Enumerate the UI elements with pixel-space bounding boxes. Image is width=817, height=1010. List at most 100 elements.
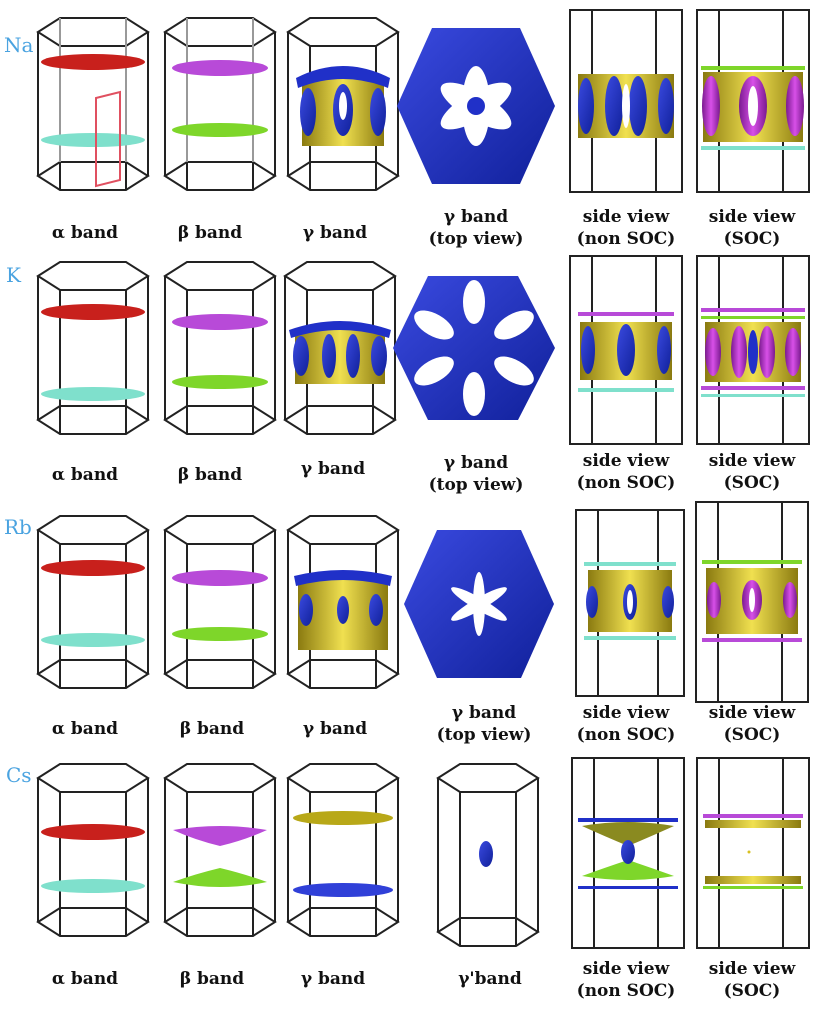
label-side-nonsoc-line1: side view bbox=[583, 703, 670, 723]
label-beta-band: β band bbox=[178, 223, 242, 243]
hex-prism-frame bbox=[36, 17, 150, 191]
label-alpha-band: α band bbox=[52, 465, 118, 485]
rb-beta-panel bbox=[163, 515, 277, 689]
beta-sheet-lower bbox=[172, 627, 268, 641]
label-alpha-band: α band bbox=[52, 719, 118, 739]
k-gamma-panel bbox=[283, 261, 397, 435]
label-side-soc-line2: (SOC) bbox=[724, 981, 781, 1001]
element-label-cs: Cs bbox=[6, 763, 32, 787]
cs-side-view-nonsoc bbox=[571, 757, 685, 949]
cs-alpha-panel bbox=[36, 763, 150, 937]
label-beta-band: β band bbox=[180, 719, 244, 739]
label-side-soc-line1: side view bbox=[709, 703, 796, 723]
label-side-soc-line1: side view bbox=[709, 451, 796, 471]
label-gamma-band: γ band bbox=[301, 969, 365, 989]
beta-sheet-upper bbox=[172, 60, 268, 76]
gamma-hole bbox=[339, 92, 347, 120]
label-gamma-top-line1: γ band bbox=[452, 703, 516, 723]
label-gamma-band: γ band bbox=[301, 459, 365, 479]
label-side-nonsoc-line2: (non SOC) bbox=[577, 229, 676, 249]
alpha-sheet-upper bbox=[41, 560, 145, 576]
label-gamma-top-line2: (top view) bbox=[437, 725, 532, 745]
na-gamma-panel bbox=[286, 17, 400, 191]
label-side-nonsoc-line1: side view bbox=[583, 207, 670, 227]
cs-gamma-prime-panel bbox=[436, 763, 540, 947]
hex-prism-frame bbox=[163, 261, 277, 435]
row-na: Na bbox=[4, 9, 810, 249]
hex-prism-frame bbox=[436, 763, 540, 947]
label-side-soc-line1: side view bbox=[709, 959, 796, 979]
gamma-blue-pocket bbox=[300, 88, 316, 136]
rb-side-view-nonsoc bbox=[575, 509, 685, 697]
na-side-view-nonsoc bbox=[569, 9, 683, 193]
k-beta-panel bbox=[163, 261, 277, 435]
alpha-sheet-upper bbox=[41, 824, 145, 840]
rb-alpha-panel bbox=[36, 515, 150, 689]
k-gamma-top-view bbox=[393, 276, 555, 420]
na-gamma-top-view bbox=[397, 28, 555, 184]
label-side-nonsoc-line2: (non SOC) bbox=[577, 725, 676, 745]
label-gamma-top-line2: (top view) bbox=[429, 229, 524, 249]
label-side-soc-line2: (SOC) bbox=[724, 725, 781, 745]
label-gamma-top-line1: γ band bbox=[444, 207, 508, 227]
gamma-blue-cap bbox=[296, 66, 390, 88]
label-gamma-band: γ band bbox=[303, 719, 367, 739]
rb-gamma-panel bbox=[286, 515, 400, 689]
hex-prism-frame bbox=[36, 515, 150, 689]
label-side-nonsoc-line2: (non SOC) bbox=[577, 473, 676, 493]
element-label-na: Na bbox=[4, 33, 34, 57]
row-cs: Cs bbox=[6, 757, 810, 1001]
beta-sheet-lower bbox=[173, 868, 267, 887]
hex-prism-frame bbox=[163, 515, 277, 689]
element-label-rb: Rb bbox=[4, 515, 32, 539]
label-side-nonsoc-line2: (non SOC) bbox=[577, 981, 676, 1001]
hex-prism-frame bbox=[163, 17, 277, 191]
cs-beta-panel bbox=[163, 763, 277, 937]
na-alpha-panel bbox=[36, 17, 150, 191]
row-rb: Rb bbox=[4, 501, 809, 745]
k-side-view-nonsoc bbox=[569, 255, 683, 445]
label-alpha-band: α band bbox=[52, 223, 118, 243]
hex-prism-frame bbox=[36, 763, 150, 937]
cs-side-view-soc bbox=[696, 757, 810, 949]
beta-sheet-upper bbox=[172, 570, 268, 586]
label-gamma-top-line2: (top view) bbox=[429, 475, 524, 495]
alpha-sheet-upper bbox=[41, 54, 145, 70]
unit-cell-outline bbox=[95, 90, 121, 188]
rb-gamma-top-view bbox=[404, 530, 554, 678]
alpha-sheet-lower bbox=[41, 879, 145, 893]
beta-sheet-lower bbox=[172, 123, 268, 137]
label-side-soc-line2: (SOC) bbox=[724, 229, 781, 249]
gamma-center-pocket bbox=[467, 97, 485, 115]
label-side-nonsoc-line1: side view bbox=[583, 451, 670, 471]
label-side-nonsoc-line1: side view bbox=[583, 959, 670, 979]
label-gamma-band: γ band bbox=[303, 223, 367, 243]
label-beta-band: β band bbox=[180, 969, 244, 989]
label-alpha-band: α band bbox=[52, 969, 118, 989]
beta-sheet-upper bbox=[172, 314, 268, 330]
na-beta-panel bbox=[163, 17, 277, 191]
beta-sheet-lower bbox=[172, 375, 268, 389]
cs-gamma-panel bbox=[286, 763, 400, 937]
gamma-blue-pocket bbox=[370, 88, 386, 136]
hex-prism-frame bbox=[286, 763, 400, 937]
alpha-sheet-upper bbox=[41, 304, 145, 320]
label-side-soc-line1: side view bbox=[709, 207, 796, 227]
beta-sheet-upper bbox=[173, 826, 267, 846]
label-gamma-prime-band: γ'band bbox=[458, 969, 522, 989]
label-side-soc-line2: (SOC) bbox=[724, 473, 781, 493]
row-k: K bbox=[6, 255, 810, 495]
alpha-sheet-lower bbox=[41, 633, 145, 647]
alpha-sheet-lower bbox=[41, 387, 145, 401]
rb-side-view-soc bbox=[695, 501, 809, 703]
k-alpha-panel bbox=[36, 261, 150, 435]
hex-prism-frame bbox=[36, 261, 150, 435]
label-beta-band: β band bbox=[178, 465, 242, 485]
element-label-k: K bbox=[6, 263, 22, 287]
na-side-view-soc bbox=[696, 9, 810, 193]
k-side-view-soc bbox=[696, 255, 810, 445]
gamma-prime-pocket bbox=[479, 841, 493, 867]
label-gamma-top-line1: γ band bbox=[444, 453, 508, 473]
hex-prism-frame bbox=[163, 763, 277, 937]
